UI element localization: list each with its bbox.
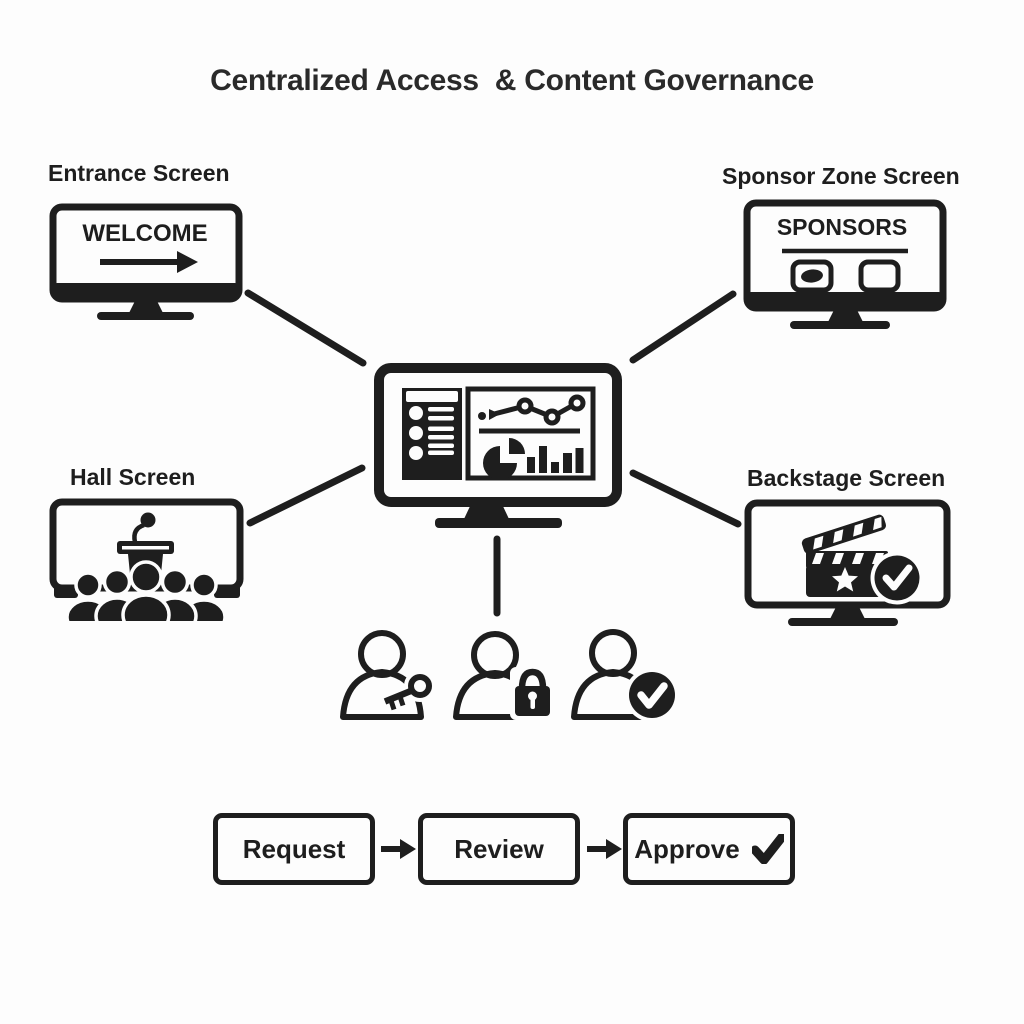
key-icon — [383, 670, 436, 711]
workflow-step-label: Review — [454, 833, 544, 864]
workflow-step-label: Request — [242, 833, 346, 864]
dashboard-sidebar — [402, 388, 462, 480]
connector-hall — [246, 464, 366, 527]
central-dashboard-monitor — [374, 363, 622, 528]
page-title: Centralized Access & Content Governance — [210, 64, 814, 97]
logo-placeholder-empty-icon — [858, 259, 901, 293]
entrance-screen-monitor: WELCOME — [49, 203, 243, 320]
workflow-step-approve: Approve — [623, 813, 795, 885]
workflow-step-review: Review — [418, 813, 580, 885]
dashboard-charts-panel — [465, 386, 596, 481]
welcome-text: WELCOME — [82, 220, 207, 247]
sponsors-text: SPONSORS — [777, 214, 907, 240]
audience-icon — [65, 560, 227, 621]
sponsor-screen-label: Sponsor Zone Screen — [722, 163, 960, 189]
monitor-base — [788, 618, 898, 626]
connector-sponsor — [629, 290, 737, 364]
backstage-screen-monitor — [744, 499, 951, 626]
approved-badge-icon — [870, 551, 924, 605]
flow-arrow-icon — [381, 839, 416, 859]
monitor-stand — [129, 299, 163, 313]
user-with-lock-icon — [453, 631, 555, 720]
bar-chart-icon — [527, 446, 584, 473]
hall-screen-monitor — [49, 498, 244, 621]
lock-icon — [510, 667, 555, 720]
monitor-base — [97, 312, 194, 320]
monitor-stand — [828, 308, 863, 322]
checkmark-icon — [751, 834, 784, 864]
monitor-base — [790, 321, 890, 329]
backstage-screen-label: Backstage Screen — [747, 465, 946, 491]
right-arrow-icon — [100, 251, 198, 273]
sponsor-screen-monitor: SPONSORS — [743, 199, 947, 329]
pie-chart-icon — [483, 438, 525, 480]
logo-placeholder-filled-icon — [790, 259, 834, 293]
user-with-check-icon — [571, 629, 679, 722]
flow-arrow-icon — [587, 839, 622, 859]
user-with-key-icon — [340, 630, 436, 720]
hall-screen-label: Hall Screen — [70, 464, 196, 490]
connector-backstage — [629, 469, 742, 528]
workflow-step-label: Approve — [634, 833, 740, 864]
monitor-stand — [464, 502, 509, 519]
entrance-screen-label: Entrance Screen — [48, 160, 230, 186]
connector-entrance — [244, 289, 367, 367]
check-badge-icon — [625, 668, 679, 722]
workflow-step-request: Request — [213, 813, 375, 885]
monitor-stand — [830, 605, 865, 619]
monitor-base — [435, 518, 562, 528]
line-chart-icon — [478, 394, 586, 426]
clapperboard-icon — [801, 514, 888, 597]
